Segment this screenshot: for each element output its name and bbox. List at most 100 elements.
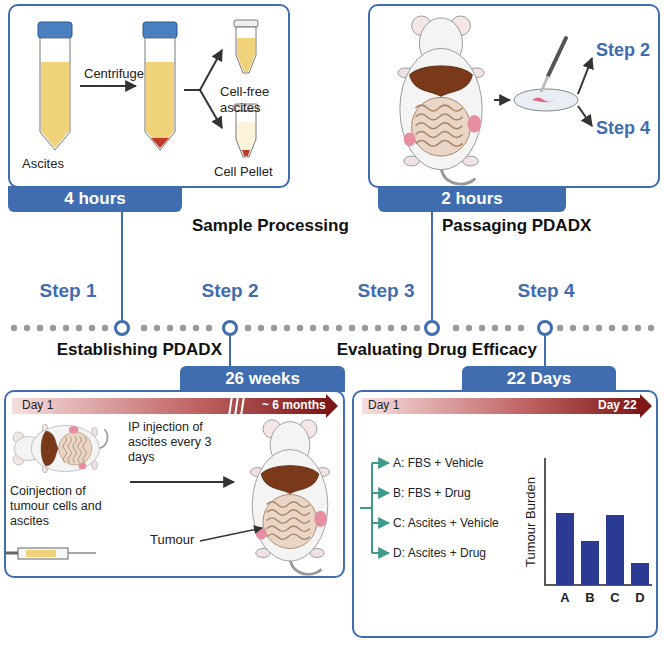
illustration-path xyxy=(237,38,255,72)
illustration-rect xyxy=(556,513,574,585)
illustration-circle xyxy=(193,325,199,331)
step-label: Step 2 xyxy=(201,280,258,302)
illustration-ellipse xyxy=(467,115,481,133)
illustration-circle xyxy=(11,325,17,331)
panel-text: A xyxy=(560,590,569,606)
duration-text: 4 hours xyxy=(64,189,125,209)
illustration-circle xyxy=(466,325,472,331)
timeline-connector xyxy=(431,212,433,320)
illustration-circle xyxy=(453,325,459,331)
illustration-circle xyxy=(583,325,589,331)
illustration-line xyxy=(372,522,389,524)
step-marker: Step 3 xyxy=(346,280,426,302)
panel-text: Ascites xyxy=(22,156,64,172)
illustration-path xyxy=(410,66,473,96)
illustration-circle xyxy=(401,325,407,331)
illustration-path xyxy=(545,458,652,585)
illustration-path xyxy=(242,150,250,156)
illustration-path xyxy=(532,98,556,103)
illustration-line xyxy=(80,85,136,87)
illustration-circle xyxy=(505,325,511,331)
panel-text: Day 22 xyxy=(598,398,637,412)
illustration-ellipse xyxy=(59,432,92,465)
illustration-line xyxy=(578,106,592,126)
panel-text: ~ 6 months xyxy=(262,398,326,412)
illustration-circle xyxy=(570,325,576,331)
panel-text: Day 1 xyxy=(368,398,399,412)
panel-text: IP injection of ascites every 3 days xyxy=(128,420,234,465)
illustration-path xyxy=(83,436,86,462)
timeline-connector xyxy=(544,336,546,366)
duration-tab: 4 hours xyxy=(8,186,182,212)
illustration-path xyxy=(236,27,256,73)
panel-text: Step 4 xyxy=(596,118,650,140)
illustration-path xyxy=(416,105,463,111)
illustration-circle xyxy=(271,325,277,331)
illustration-ellipse xyxy=(400,48,482,170)
illustration-path xyxy=(360,463,372,553)
panel-text: Tumour Burden xyxy=(523,477,539,567)
step-circle xyxy=(114,320,130,336)
illustration-path xyxy=(267,518,310,523)
illustration-path xyxy=(261,466,319,494)
illustration-rect xyxy=(606,515,624,585)
timeline-panel: Day 1~ 6 monthsCoinjection of tumour cel… xyxy=(4,390,345,578)
illustration-line xyxy=(372,552,389,554)
illustration-circle xyxy=(635,325,641,331)
illustration-path xyxy=(416,123,463,129)
step-heading: Sample Processing xyxy=(192,216,349,236)
illustration-ellipse xyxy=(79,463,87,470)
illustration-path xyxy=(416,140,463,146)
panel-text: Centrifuge xyxy=(84,66,144,82)
duration-text: 26 weeks xyxy=(225,369,300,389)
illustration-line xyxy=(229,396,232,416)
timeline-panel: CentrifugeAscitesCell-free ascitesCell P… xyxy=(8,4,290,188)
illustration-rect xyxy=(581,541,599,585)
illustration-rect xyxy=(631,563,649,585)
panel-text: Tumour xyxy=(150,532,194,548)
illustration-rect xyxy=(234,20,258,27)
step-heading: Evaluating Drug Efficacy xyxy=(337,340,537,360)
illustration-line xyxy=(494,99,510,101)
illustration-line xyxy=(68,552,96,554)
illustration-line xyxy=(541,76,548,92)
illustration-ellipse xyxy=(514,89,578,111)
illustration-line xyxy=(6,552,18,555)
duration-tab: 2 hours xyxy=(378,186,566,212)
illustration-path xyxy=(326,394,338,418)
illustration-circle xyxy=(37,325,43,331)
illustration-path xyxy=(267,534,310,539)
illustration-g xyxy=(13,424,107,472)
illustration-ellipse xyxy=(314,511,327,527)
illustration-circle xyxy=(596,325,602,331)
illustration-line xyxy=(372,492,389,494)
illustration-circle xyxy=(375,325,381,331)
illustration-circle xyxy=(154,325,160,331)
duration-tab: 26 weeks xyxy=(180,366,345,392)
illustration-circle xyxy=(284,325,290,331)
illustration-ellipse xyxy=(31,425,99,471)
illustration-circle xyxy=(245,325,251,331)
illustration-circle xyxy=(297,325,303,331)
illustration-path xyxy=(640,394,652,418)
timeline-panel: Step 2Step 42 hours xyxy=(368,4,660,188)
illustration-path xyxy=(63,436,66,462)
timeline-panel: Day 1Day 22A: FBS + VehicleB: FBS + Drug… xyxy=(352,390,658,638)
illustration-circle xyxy=(479,325,485,331)
illustration-path xyxy=(184,50,222,90)
illustration-circle xyxy=(167,325,173,331)
illustration-rect xyxy=(143,22,177,38)
illustration-path xyxy=(416,132,463,138)
illustration-ellipse xyxy=(69,426,79,434)
panel-text: C xyxy=(610,590,619,606)
illustration-path xyxy=(146,62,174,148)
illustration-line xyxy=(548,38,566,76)
illustration-rect xyxy=(362,398,640,414)
illustration-circle xyxy=(622,325,628,331)
illustration-circle xyxy=(50,325,56,331)
illustration-circle xyxy=(102,325,108,331)
step-label: Step 3 xyxy=(357,280,414,302)
step-marker: Step 2 xyxy=(190,280,270,302)
illustration-circle xyxy=(63,325,69,331)
